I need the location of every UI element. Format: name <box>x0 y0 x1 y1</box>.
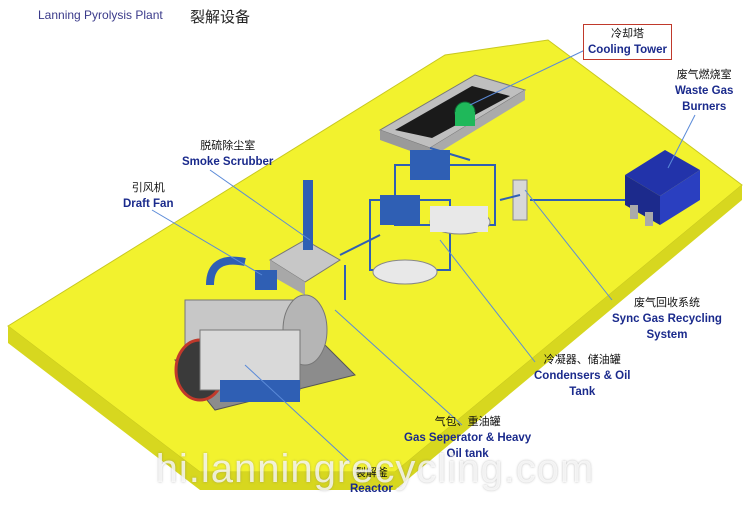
reactor-label: 裂解釜 Reactor <box>350 465 393 497</box>
sync-gas-en-2: System <box>646 329 688 341</box>
condensers-en-2: Tank <box>569 386 596 398</box>
condensers-en-1: Condensers & Oil <box>534 370 631 382</box>
smoke-scrubber-shape <box>269 180 341 295</box>
gas-separator-label: 气包、重油罐 Gas Seperator & Heavy Oil tank <box>404 414 531 462</box>
waste-gas-burners-en-1: Waste Gas <box>675 85 734 97</box>
cooling-tower-shape <box>378 74 527 158</box>
gas-separator-en-1: Gas Seperator & Heavy <box>404 432 532 444</box>
sync-gas-en-1: Sync Gas Recycling <box>612 313 722 325</box>
leader-lines <box>151 49 696 463</box>
smoke-scrubber-label: 脱硫除尘室 Smoke Scrubber <box>182 138 273 170</box>
gas-separator-cn: 气包、重油罐 <box>434 416 501 428</box>
watermark: hi.lanningrecycling.com <box>155 447 595 491</box>
piping <box>339 147 625 300</box>
waste-gas-burner-shape <box>625 150 700 226</box>
waste-gas-burners-en-2: Burners <box>682 101 727 113</box>
reactor-shape <box>174 294 328 402</box>
condenser-structure <box>369 150 496 285</box>
draft-fan-label: 引风机 Draft Fan <box>123 180 173 212</box>
diagram-title-cn: 裂解设备 <box>190 9 251 26</box>
reactor-en: Reactor <box>350 483 393 495</box>
yellow-platform <box>7 39 743 473</box>
draft-fan-en: Draft Fan <box>123 198 174 210</box>
sync-gas-tank <box>512 179 528 221</box>
cooling-tower-label: 冷却塔 Cooling Tower <box>583 24 673 60</box>
diagram-title: Lanning Pyrolysis Plant <box>38 8 163 22</box>
draft-fan-cn: 引风机 <box>131 182 165 194</box>
condensers-label: 冷凝器、储油罐 Condensers & Oil Tank <box>534 352 631 400</box>
gas-separator-en-2: Oil tank <box>446 448 489 460</box>
cooling-tower-en: Cooling Tower <box>588 44 668 56</box>
cooling-tower-cn: 冷却塔 <box>611 28 644 40</box>
waste-gas-burners-cn: 废气燃烧室 <box>676 69 732 81</box>
smoke-scrubber-en: Smoke Scrubber <box>182 156 274 168</box>
condensers-cn: 冷凝器、储油罐 <box>543 354 621 366</box>
reactor-cn: 裂解釜 <box>354 467 388 479</box>
waste-gas-burners-label: 废气燃烧室 Waste Gas Burners <box>675 67 733 115</box>
sync-gas-label: 废气回收系统 Sync Gas Recycling System <box>612 295 722 343</box>
sync-gas-cn: 废气回收系统 <box>633 297 700 309</box>
smoke-scrubber-cn: 脱硫除尘室 <box>200 140 256 152</box>
